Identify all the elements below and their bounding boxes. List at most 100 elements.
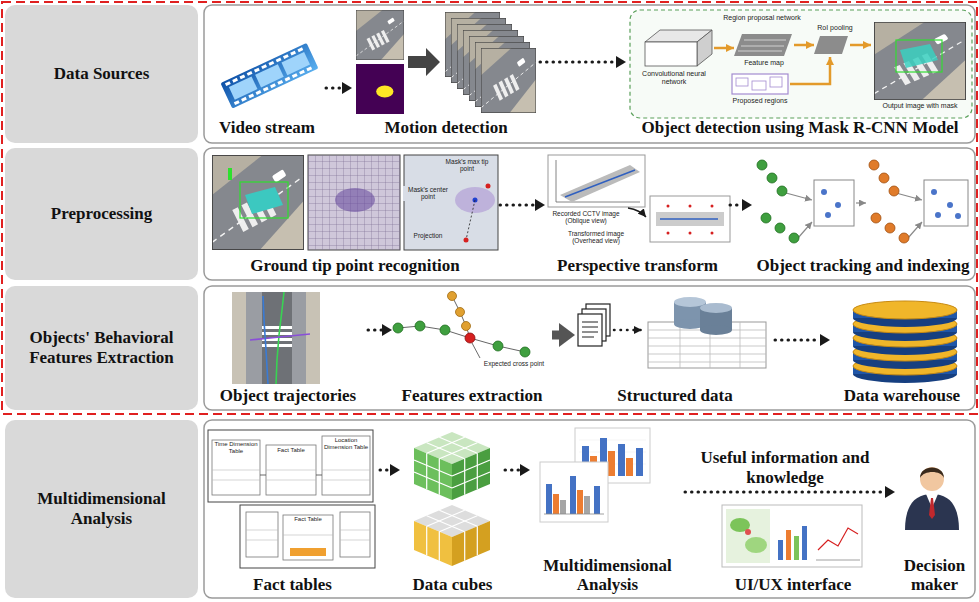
structured-data-figure (648, 362, 766, 363)
stage-band: Objects' Behavioral Features Extraction (5, 286, 198, 410)
film-strip (229, 76, 258, 99)
structured-data-figure (582, 322, 598, 323)
perspective-figure (556, 202, 640, 203)
perspective-figure (656, 212, 724, 226)
step-caption: Decision maker (897, 556, 972, 595)
step-caption: Data cubes (413, 575, 493, 595)
motion-detection-images (356, 64, 404, 114)
annotation-label: Fact Table (284, 516, 332, 523)
ui-interface-figure (722, 505, 862, 567)
trajectory-figure (232, 292, 246, 384)
flow-arrow (540, 61, 616, 64)
film-strip (270, 83, 276, 88)
feature-graph (393, 323, 403, 333)
tracking-figure (814, 180, 854, 226)
tracking-figure (825, 212, 831, 218)
ground-tip-figure (486, 184, 491, 189)
fact-tables-figure (260, 475, 266, 476)
tracking-figure (775, 223, 785, 233)
decision-maker-figure (920, 467, 944, 491)
fact-tables-figure (212, 480, 260, 481)
motion-detection-images (481, 48, 536, 113)
perspective-figure (689, 232, 692, 235)
step-caption: Fact tables (253, 575, 332, 595)
mask-rcnn-figure (752, 81, 766, 90)
perspective-figure (711, 232, 714, 235)
mask-rcnn-figure (850, 44, 871, 47)
flow-arrow (326, 87, 342, 90)
analysis-charts (594, 486, 600, 514)
tracking-figure (955, 213, 961, 219)
flow-arrow (775, 339, 820, 342)
film-strip (254, 68, 260, 73)
tracking-figure (931, 189, 937, 195)
stage-title: Data Sources (54, 64, 150, 84)
flow-arrow (380, 469, 390, 472)
film-strip (234, 100, 240, 105)
trajectory-figure (250, 334, 310, 340)
fact-tables-figure (246, 512, 278, 557)
data-cubes-figure (414, 460, 452, 476)
feature-graph (448, 292, 471, 331)
stage-title: Preprocessing (51, 204, 152, 224)
perspective-figure (650, 196, 730, 242)
film-strip (225, 81, 231, 86)
mask-rcnn-figure (738, 51, 782, 52)
trajectory-figure (262, 326, 292, 329)
film-strip (220, 43, 318, 109)
row-panels (204, 148, 975, 280)
ground-tip-figure (335, 188, 375, 212)
ui-interface-figure (786, 530, 791, 560)
fact-tables-figure (246, 540, 278, 541)
film-strip (277, 80, 283, 85)
structured-data-figure (700, 303, 732, 313)
data-cubes-figure (452, 460, 490, 476)
step-box: UI/UX interface (718, 500, 868, 597)
mask-rcnn-figure (732, 74, 788, 94)
fact-tables-figure (266, 445, 316, 495)
data-cubes-figure (439, 516, 477, 532)
tracking-figure (821, 189, 827, 195)
flow-arrow (552, 331, 559, 340)
annotation-label: Time Dimension Table (213, 441, 259, 455)
tracking-figure (885, 223, 895, 233)
tracking-figure (757, 160, 767, 170)
stage-band: Data Sources (5, 5, 198, 143)
ui-interface-figure (726, 509, 770, 563)
annotation-label: Proposed regions (725, 97, 795, 105)
structured-data-figure (648, 322, 766, 368)
analysis-charts (546, 484, 552, 514)
ui-interface-figure (802, 526, 807, 560)
film-strip (285, 77, 291, 82)
feature-graph (452, 296, 470, 338)
motion-detection-images (408, 48, 440, 76)
structured-data-figure (740, 322, 741, 368)
film-strip (283, 54, 289, 59)
step-box: Data warehouse (830, 290, 974, 408)
perspective-figure (565, 170, 635, 197)
tracking-figure (786, 193, 812, 200)
ground-tip-figure (245, 187, 283, 214)
scope-outline (2, 2, 977, 414)
ground-tip-figure (240, 182, 288, 218)
row-panels (204, 5, 975, 598)
structured-data-figure (648, 322, 766, 368)
data-cubes-figure (427, 510, 478, 560)
analysis-charts (626, 458, 633, 476)
decision-maker-figure (905, 494, 959, 530)
ui-interface-figure (745, 529, 751, 535)
step-box: Motion detection (352, 8, 540, 140)
feature-graph (520, 347, 530, 357)
mask-rcnn-figure (744, 40, 786, 41)
row-panels (204, 286, 975, 410)
structured-data-figure (674, 297, 706, 307)
mask-rcnn-figure (697, 30, 712, 66)
flow-arrow (685, 491, 885, 494)
tracking-figure (931, 189, 961, 219)
fact-tables-figure (283, 515, 333, 560)
film-strip (239, 74, 245, 79)
step-caption: Features extraction (402, 386, 543, 406)
trajectory-figure (232, 292, 320, 384)
tracking-figure (757, 160, 968, 243)
fact-tables-figure (316, 475, 322, 476)
